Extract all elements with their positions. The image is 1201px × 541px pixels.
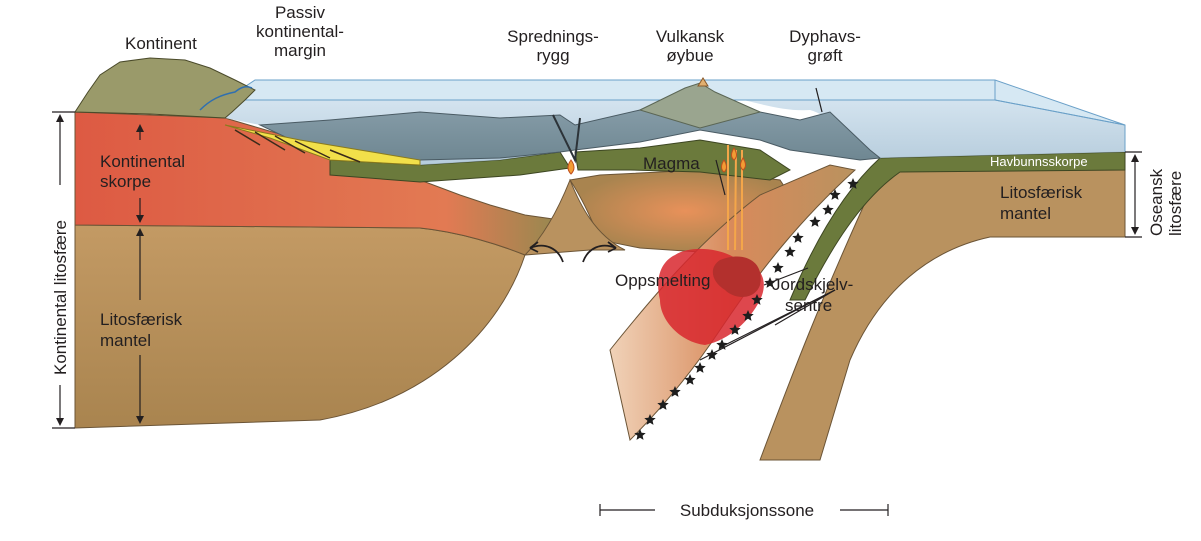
sediment-wedge — [224, 124, 421, 166]
earthquake-star — [742, 310, 754, 321]
magma-drops — [721, 147, 746, 173]
earthquake-star — [634, 429, 646, 440]
crust-mantle-arrowheads — [136, 124, 144, 424]
label-magma: Magma — [643, 154, 700, 173]
earthquake-star — [751, 294, 763, 305]
convection-arrow-right — [582, 241, 617, 263]
label-kont-skorpe-2: skorpe — [100, 172, 151, 191]
label-jordskjelv-2: sentre — [785, 296, 832, 315]
label-oybue-1: Vulkansk — [656, 27, 725, 46]
melt-blob — [712, 256, 761, 297]
right-mantle — [759, 169, 1126, 461]
ridge-magma — [567, 159, 575, 175]
subduction-zone-bar — [599, 504, 889, 516]
earthquake-star — [847, 178, 859, 189]
label-ryggen-2: rygg — [536, 46, 569, 65]
label-oseansk-2: litosfære — [1166, 171, 1185, 236]
label-kont-skorpe-1: Kontinental — [100, 152, 185, 171]
scale-arrow-bottom — [56, 418, 64, 426]
earthquake-star — [829, 189, 841, 200]
label-lito-mantel-left-1: Litosfærisk — [100, 310, 183, 329]
oceanic-scale-arrowheads — [1131, 154, 1139, 235]
label-lito-mantel-right-1: Litosfærisk — [1000, 183, 1083, 202]
label-ryggen-1: Sprednings- — [507, 27, 599, 46]
volcanic-arc — [638, 82, 762, 129]
earthquake-star — [729, 324, 741, 335]
convection-arrow-left — [529, 241, 564, 263]
ocean-outline — [994, 80, 1126, 152]
label-jordskjelv-1: Jordskjelv- — [772, 275, 853, 294]
earthquake-star — [644, 414, 656, 425]
label-passiv-1: Passiv — [275, 3, 326, 22]
continental-lithosphere-scale — [52, 111, 75, 429]
ridge-crest — [552, 114, 581, 164]
fault-lines — [234, 129, 361, 163]
earthquake-star — [792, 232, 804, 243]
earthquake-star — [669, 386, 681, 397]
continental-crust — [74, 111, 571, 256]
volcano-vent — [697, 77, 709, 87]
label-havbunnsskorpe: Havbunnsskorpe — [990, 154, 1088, 169]
earthquake-star — [822, 204, 834, 215]
right-oceanic-crust — [789, 151, 1126, 301]
label-grop-2: grøft — [808, 46, 843, 65]
earthquake-star — [657, 399, 669, 410]
label-passiv-3: margin — [274, 41, 326, 60]
label-lito-mantel-right-2: mantel — [1000, 204, 1051, 223]
continent-land — [74, 57, 256, 119]
label-lito-mantel-left-2: mantel — [100, 331, 151, 350]
continent-river — [199, 86, 253, 111]
earthquake-star — [784, 246, 796, 257]
earthquake-star — [684, 374, 696, 385]
oceanic-lithosphere-scale — [1125, 151, 1142, 238]
label-oseansk-1: Oseansk — [1147, 168, 1166, 236]
label-oybue-2: øybue — [666, 46, 713, 65]
label-oppsmelting: Oppsmelting — [615, 271, 710, 290]
pointer-lines — [699, 87, 836, 361]
ridge-gap-mantle — [523, 178, 626, 256]
label-kont-litosfaere: Kontinental litosfære — [51, 220, 70, 375]
label-grop-1: Dyphavs- — [789, 27, 861, 46]
label-passiv-2: kontinental- — [256, 22, 344, 41]
label-kontinent: Kontinent — [125, 34, 197, 53]
earthquake-star — [772, 262, 784, 273]
label-subduksjonssone: Subduksjonssone — [680, 501, 814, 520]
scale-arrow-top — [56, 114, 64, 122]
earthquake-star — [809, 216, 821, 227]
earthquake-star — [694, 362, 706, 373]
